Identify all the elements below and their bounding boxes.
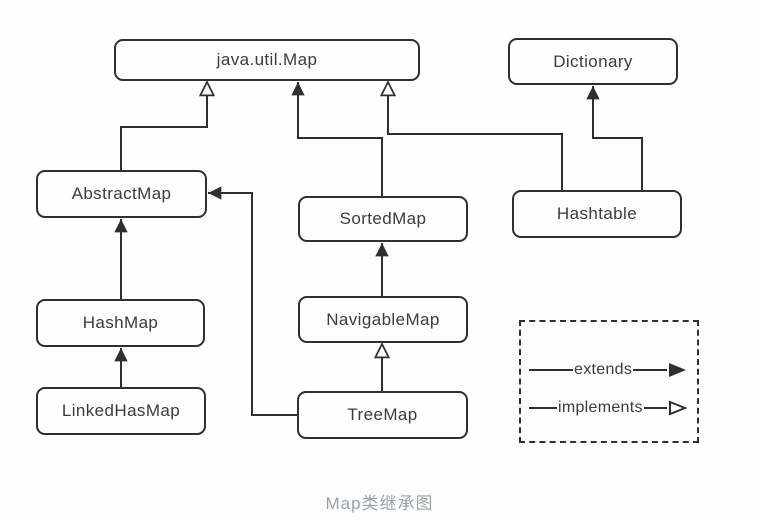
node-navigablemap: NavigableMap: [298, 296, 468, 343]
node-label: Dictionary: [553, 51, 633, 71]
legend-extends-row: extends: [529, 360, 687, 380]
solid-arrowhead-icon: [669, 363, 686, 377]
implements-line-right: [643, 407, 667, 409]
node-treemap: TreeMap: [297, 391, 468, 439]
node-label: NavigableMap: [326, 309, 440, 329]
node-hashtable: Hashtable: [512, 190, 682, 238]
node-label: HashMap: [82, 313, 159, 332]
node-label: AbstractMap: [71, 184, 172, 203]
legend-implements-row: implements: [529, 398, 687, 418]
node-abstractmap: AbstractMap: [36, 170, 207, 218]
implements-line-left: [529, 407, 557, 409]
edge-hashtable-dictionary: [586, 86, 643, 190]
extends-line-left: [529, 369, 573, 371]
edge-sortedmap-java-util-map: [291, 82, 383, 196]
edge-hashtable-java-util-map: [388, 82, 563, 190]
node-hashmap: HashMap: [36, 299, 205, 347]
legend-extends-label: extends: [574, 361, 633, 378]
node-label: SortedMap: [339, 209, 427, 228]
legend-box: extends implements: [519, 320, 699, 443]
node-label: TreeMap: [347, 405, 418, 424]
node-java-util-map: java.util.Map: [114, 39, 420, 81]
node-dictionary: Dictionary: [508, 38, 678, 85]
extends-line-right: [633, 369, 667, 371]
node-label: java.util.Map: [216, 50, 318, 69]
node-sortedmap: SortedMap: [298, 196, 468, 242]
diagram-caption: Map类继承图: [325, 494, 434, 513]
node-linkedhasmap: LinkedHasMap: [36, 387, 206, 435]
node-label: Hashtable: [556, 204, 638, 223]
node-label: LinkedHasMap: [61, 401, 181, 420]
edge-abstractmap-java-util-map: [120, 82, 207, 170]
hollow-arrowhead-icon: [669, 400, 687, 416]
edge-treemap-abstractmap: [208, 186, 297, 416]
legend-implements-label: implements: [558, 399, 643, 416]
